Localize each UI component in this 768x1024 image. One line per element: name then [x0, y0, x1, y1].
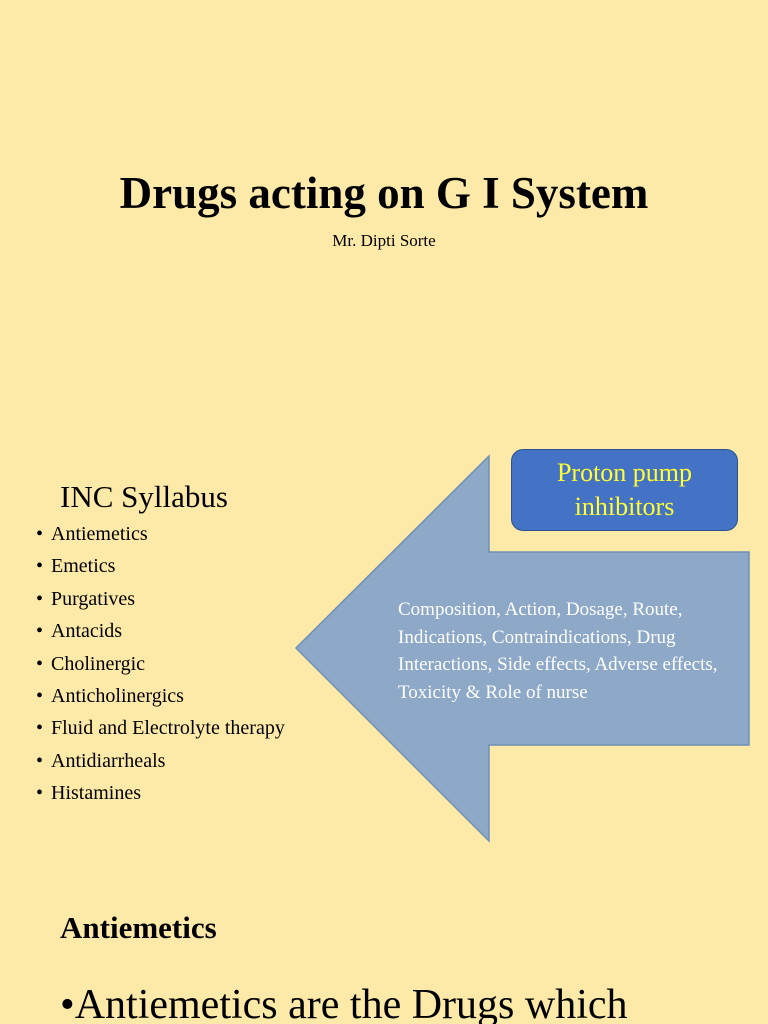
section-heading: Antiemetics: [60, 910, 217, 945]
list-item: Emetics: [36, 550, 285, 582]
list-item: Antiemetics: [36, 518, 285, 550]
section-body-text: •Antiemetics are the Drugs which: [60, 982, 628, 1024]
page-title: Drugs acting on G I System: [119, 168, 649, 218]
arrow-description: Composition, Action, Dosage, Route, Indi…: [398, 599, 718, 703]
arrow-polygon: [294, 454, 750, 843]
author-name: Mr. Dipti Sorte: [332, 231, 436, 250]
syllabus-heading: INC Syllabus: [60, 479, 228, 514]
list-item: Fluid and Electrolyte therapy: [36, 712, 285, 744]
syllabus-list: Antiemetics Emetics Purgatives Antacids …: [36, 518, 285, 810]
list-item: Purgatives: [36, 583, 285, 615]
list-item: Antidiarrheals: [36, 745, 285, 777]
list-item: Cholinergic: [36, 648, 285, 680]
list-item: Antacids: [36, 615, 285, 647]
callout-label: Proton pump inhibitors: [556, 458, 693, 521]
proton-pump-inhibitors-callout: Proton pump inhibitors: [511, 449, 738, 531]
list-item: Anticholinergics: [36, 680, 285, 712]
list-item: Histamines: [36, 777, 285, 809]
